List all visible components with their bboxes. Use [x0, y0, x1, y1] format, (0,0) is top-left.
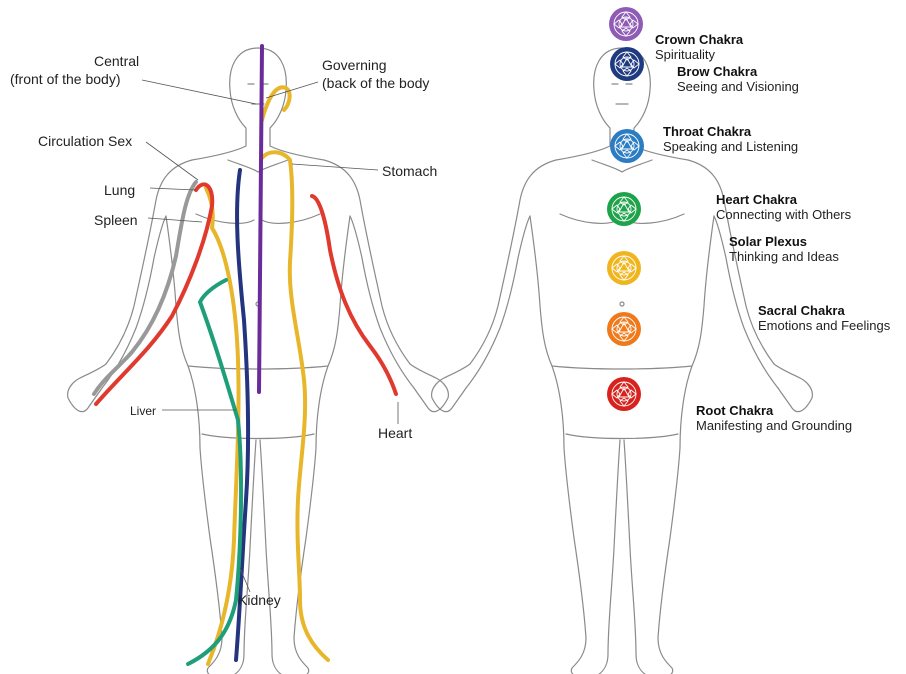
heart-label: Heart: [378, 425, 412, 441]
brow-chakra-subtitle: Seeing and Visioning: [677, 79, 799, 94]
heart-chakra-subtitle: Connecting with Others: [716, 207, 851, 222]
solar-plexus-title: Solar Plexus: [729, 234, 807, 249]
sacral-chakra-title: Sacral Chakra: [758, 303, 845, 318]
chakra-solar-plexus: [607, 251, 641, 285]
stomach-label: Stomach: [382, 163, 437, 179]
governing-label: Governing: [322, 57, 387, 73]
throat-chakra-title: Throat Chakra: [663, 124, 751, 139]
sacral-chakra-subtitle: Emotions and Feelings: [758, 318, 890, 333]
crown-chakra-subtitle: Spirituality: [655, 47, 715, 62]
kidney-label: Kidney: [238, 592, 281, 608]
brow-chakra-title: Brow Chakra: [677, 64, 757, 79]
throat-chakra-subtitle: Speaking and Listening: [663, 139, 798, 154]
solar-plexus-subtitle: Thinking and Ideas: [729, 249, 839, 264]
chakra-crown: [609, 7, 643, 41]
chakra-brow: [610, 47, 644, 81]
central-label: Central: [94, 53, 139, 69]
central-meridian: [259, 46, 262, 392]
crown-chakra-title: Crown Chakra: [655, 32, 743, 47]
heart-chakra-title: Heart Chakra: [716, 192, 797, 207]
circulation-sex-label: Circulation Sex: [38, 133, 132, 149]
liver-meridian: [188, 280, 241, 664]
root-chakra-title: Root Chakra: [696, 403, 773, 418]
chakra-sacral: [607, 312, 641, 346]
chakra-heart: [607, 192, 641, 226]
governing-sublabel: (back of the body: [322, 75, 429, 91]
liver-label: Liver: [130, 403, 156, 419]
spleen-meridian: [206, 188, 239, 664]
root-chakra-subtitle: Manifesting and Grounding: [696, 418, 852, 433]
spleen-label: Spleen: [94, 212, 138, 228]
chakra-root: [607, 377, 641, 411]
lung-label: Lung: [104, 182, 135, 198]
central-sublabel: (front of the body): [10, 71, 121, 87]
chakra-throat: [610, 129, 644, 163]
